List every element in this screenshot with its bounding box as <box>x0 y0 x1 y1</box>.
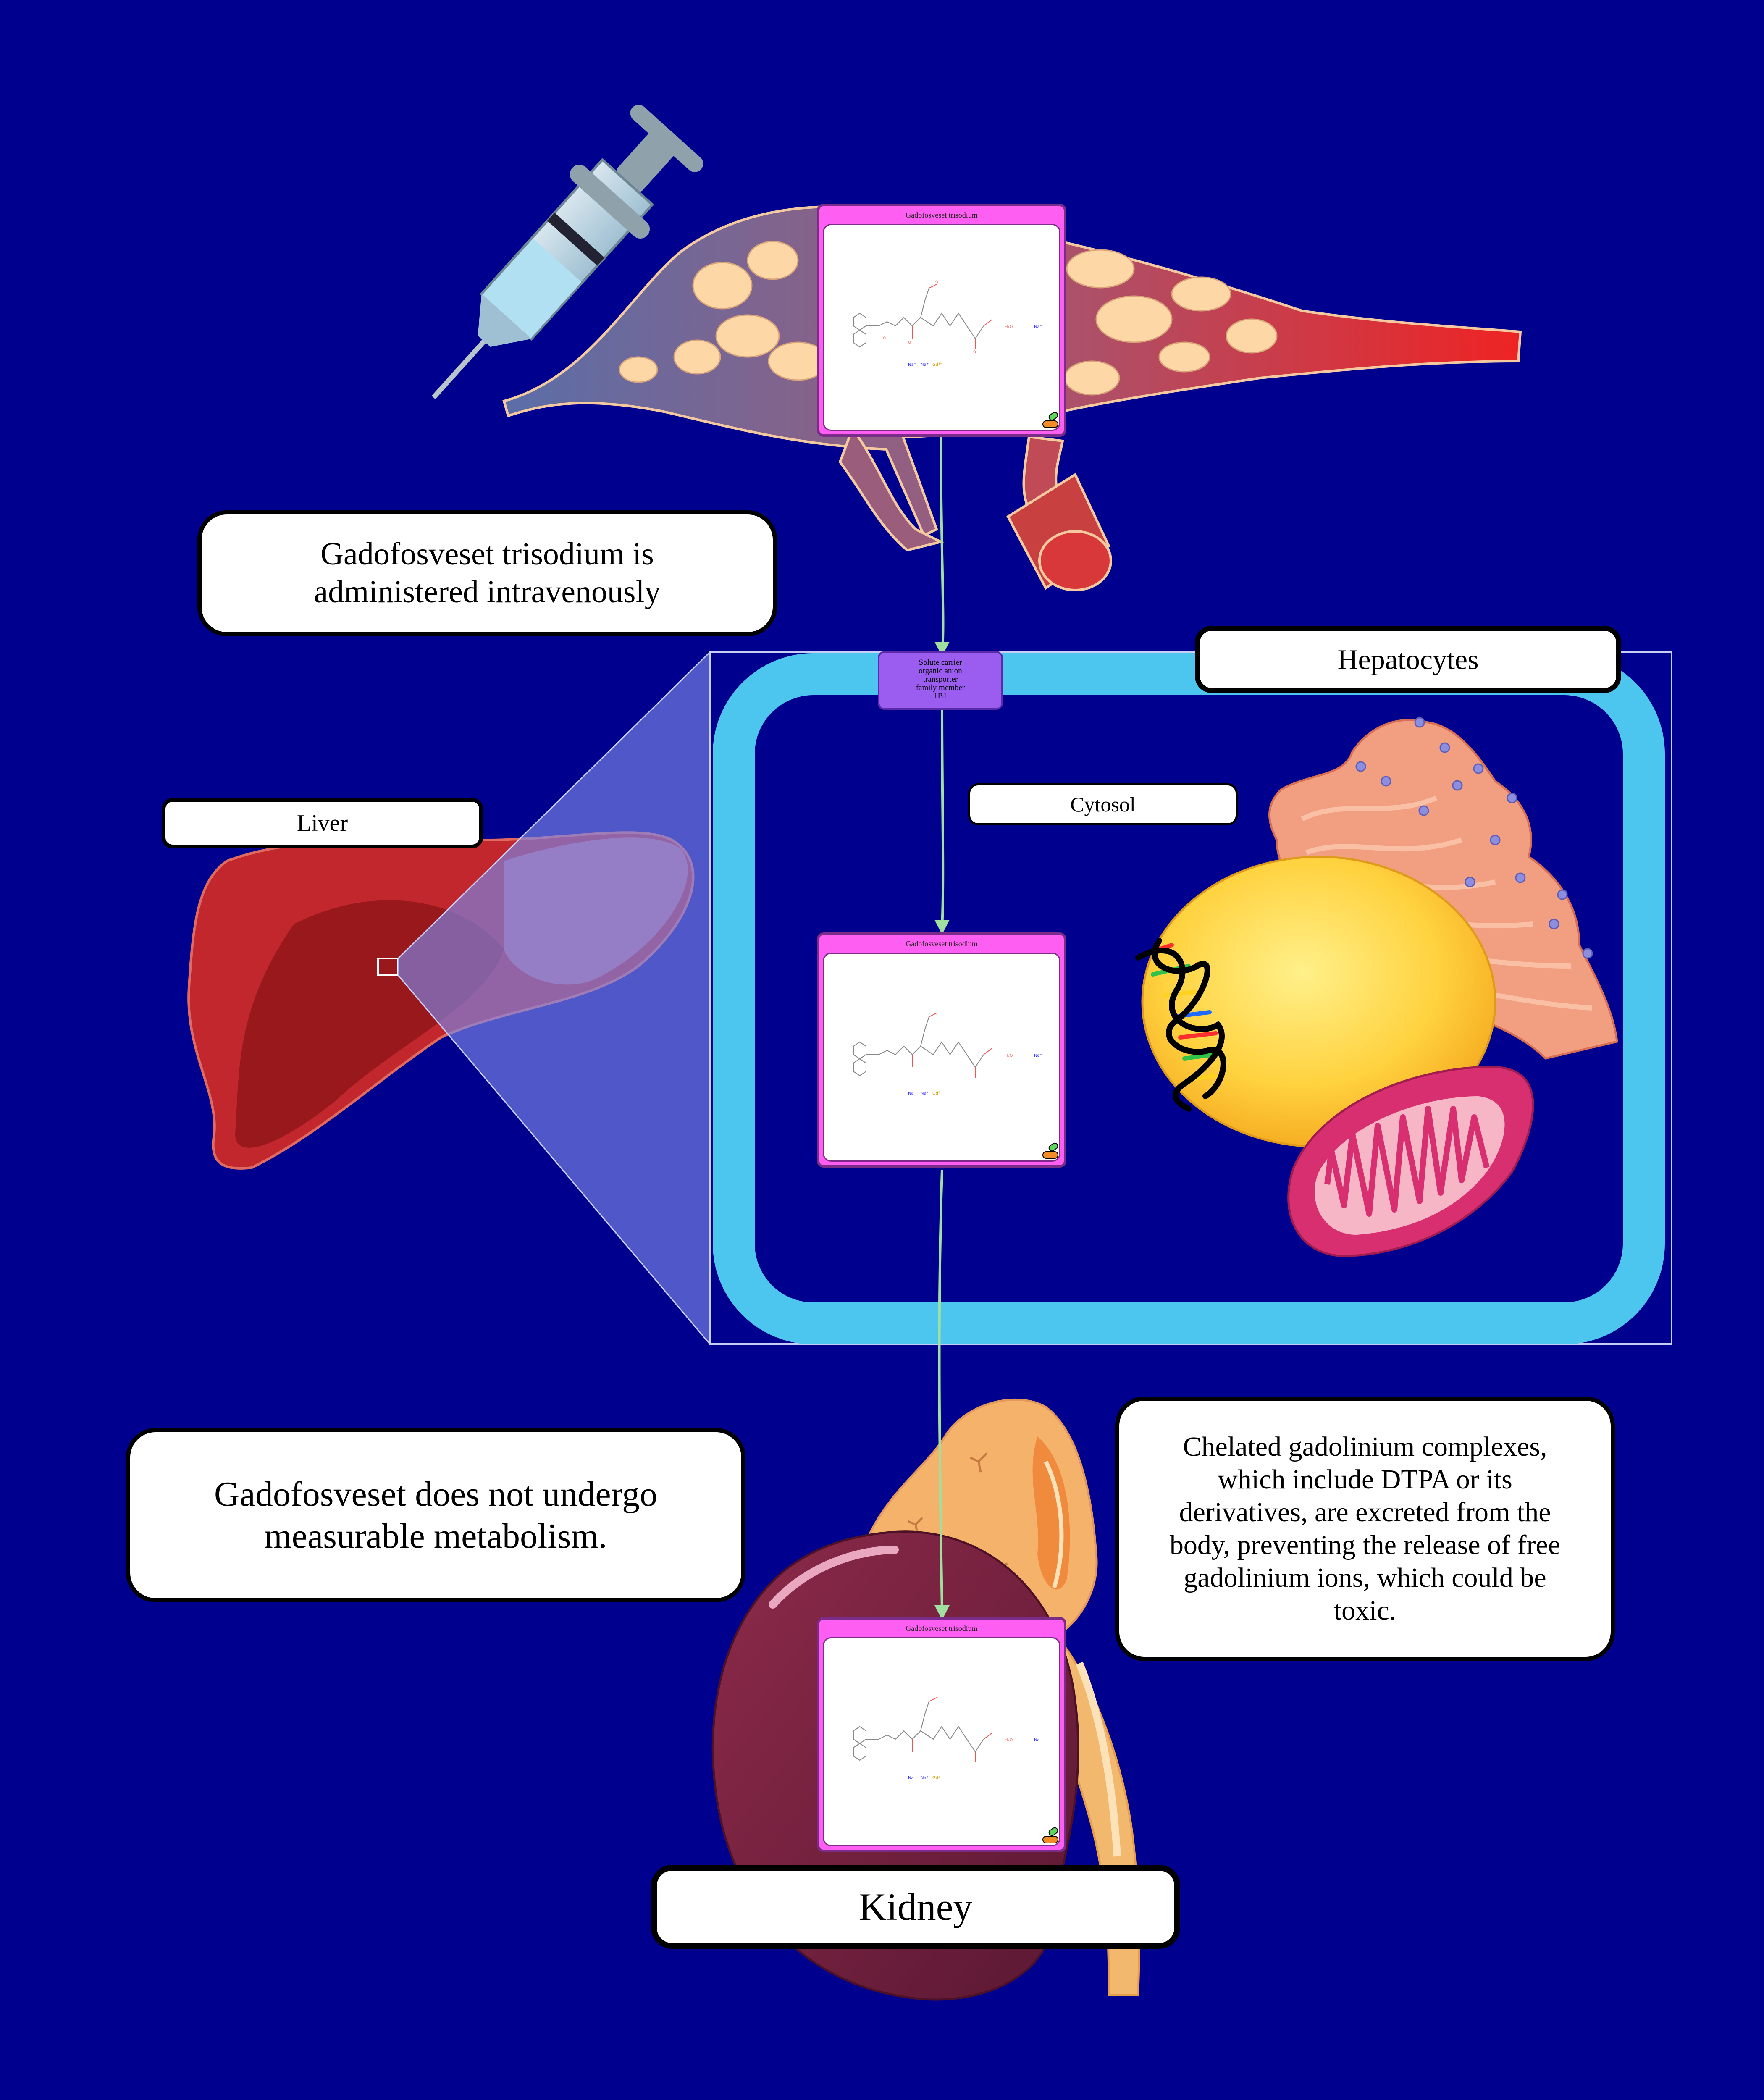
svg-text:Gd³⁺: Gd³⁺ <box>932 1776 942 1780</box>
liver-label: Liver <box>162 798 483 848</box>
svg-text:O: O <box>973 350 976 354</box>
svg-text:Na⁺: Na⁺ <box>921 1091 929 1096</box>
svg-text:H₂O: H₂O <box>1005 1738 1013 1743</box>
svg-text:Na⁺: Na⁺ <box>908 1091 916 1096</box>
molecule-structure-icon: O O O O Na⁺ Na⁺ Gd³⁺ H₂O Na⁺ <box>853 280 1042 367</box>
transporter-line: family member <box>916 683 965 692</box>
molecule-structure-icon: Na⁺ Na⁺ Gd³⁺ H₂O Na⁺ <box>853 1697 1042 1780</box>
zoom-projection <box>398 652 710 1344</box>
svg-text:Na⁺: Na⁺ <box>1034 325 1042 329</box>
svg-text:Na⁺: Na⁺ <box>921 1776 929 1780</box>
drug-pill-icon <box>1042 1827 1058 1843</box>
svg-text:Na⁺: Na⁺ <box>1034 1738 1042 1743</box>
drug-card-title: Gadofosveset trisodium <box>906 1624 978 1633</box>
syringe-icon <box>431 105 704 399</box>
svg-text:Na⁺: Na⁺ <box>1034 1053 1042 1058</box>
kidney-label: Kidney <box>651 1865 1180 1949</box>
svg-text:Gd³⁺: Gd³⁺ <box>932 362 942 367</box>
cell-membrane <box>713 653 1665 1344</box>
svg-text:H₂O: H₂O <box>1005 1053 1013 1058</box>
svg-text:O: O <box>883 336 886 341</box>
transport-arrows <box>938 436 945 1613</box>
svg-text:O: O <box>908 341 911 345</box>
cytosol-label: Cytosol <box>968 783 1238 825</box>
arrowhead-cytosol <box>934 920 950 934</box>
molecule-structure: Na⁺ Na⁺ Gd³⁺ H₂O Na⁺ <box>823 953 1060 1162</box>
drug-pill-icon <box>1042 412 1058 428</box>
hepatocytes-label: Hepatocytes <box>1195 626 1621 693</box>
molecule-structure-icon: Na⁺ Na⁺ Gd³⁺ H₂O Na⁺ <box>853 1012 1042 1096</box>
excretion-callout: Chelated gadolinium complexes, which inc… <box>1115 1396 1615 1661</box>
drug-card-title: Gadofosveset trisodium <box>906 940 978 948</box>
mitochondrion-icon <box>1287 1066 1534 1257</box>
drug-pill-icon <box>1042 1142 1058 1159</box>
arrowhead-kidney <box>934 1605 950 1620</box>
svg-text:O: O <box>935 280 938 284</box>
transporter-line: organic anion <box>919 667 962 675</box>
drug-card-kidney[interactable]: Gadofosveset trisodium Na⁺ Na⁺ Gd³⁺ H₂O … <box>817 1617 1066 1852</box>
administration-callout: Gadofosveset trisodium is administered i… <box>197 510 777 636</box>
svg-text:Na⁺: Na⁺ <box>908 1776 916 1780</box>
drug-card-blood[interactable]: Gadofosveset trisodium O O O O Na⁺ Na⁺ Gd³… <box>817 204 1066 437</box>
svg-text:Na⁺: Na⁺ <box>921 362 929 367</box>
transporter-line: 1B1 <box>934 692 947 701</box>
arrowhead-transporter <box>934 642 950 656</box>
drug-card-cytosol[interactable]: Gadofosveset trisodium Na⁺ Na⁺ Gd³⁺ H₂O … <box>817 932 1066 1168</box>
dna-icon <box>1135 938 1226 1112</box>
drug-card-title: Gadofosveset trisodium <box>906 211 978 219</box>
svg-text:Na⁺: Na⁺ <box>908 362 916 367</box>
svg-text:Gd³⁺: Gd³⁺ <box>932 1091 942 1096</box>
transporter-line: Solute carrier <box>919 658 962 667</box>
molecule-structure: Na⁺ Na⁺ Gd³⁺ H₂O Na⁺ <box>823 1637 1060 1846</box>
molecule-structure: O O O O Na⁺ Na⁺ Gd³⁺ H₂O Na⁺ <box>823 224 1060 431</box>
metabolism-callout: Gadofosveset does not undergo measurable… <box>126 1428 746 1602</box>
transporter-line: transporter <box>923 675 958 684</box>
svg-text:H₂O: H₂O <box>1005 325 1013 329</box>
transporter-slco1b1[interactable]: Solute carrier organic anion transporter… <box>878 651 1003 710</box>
